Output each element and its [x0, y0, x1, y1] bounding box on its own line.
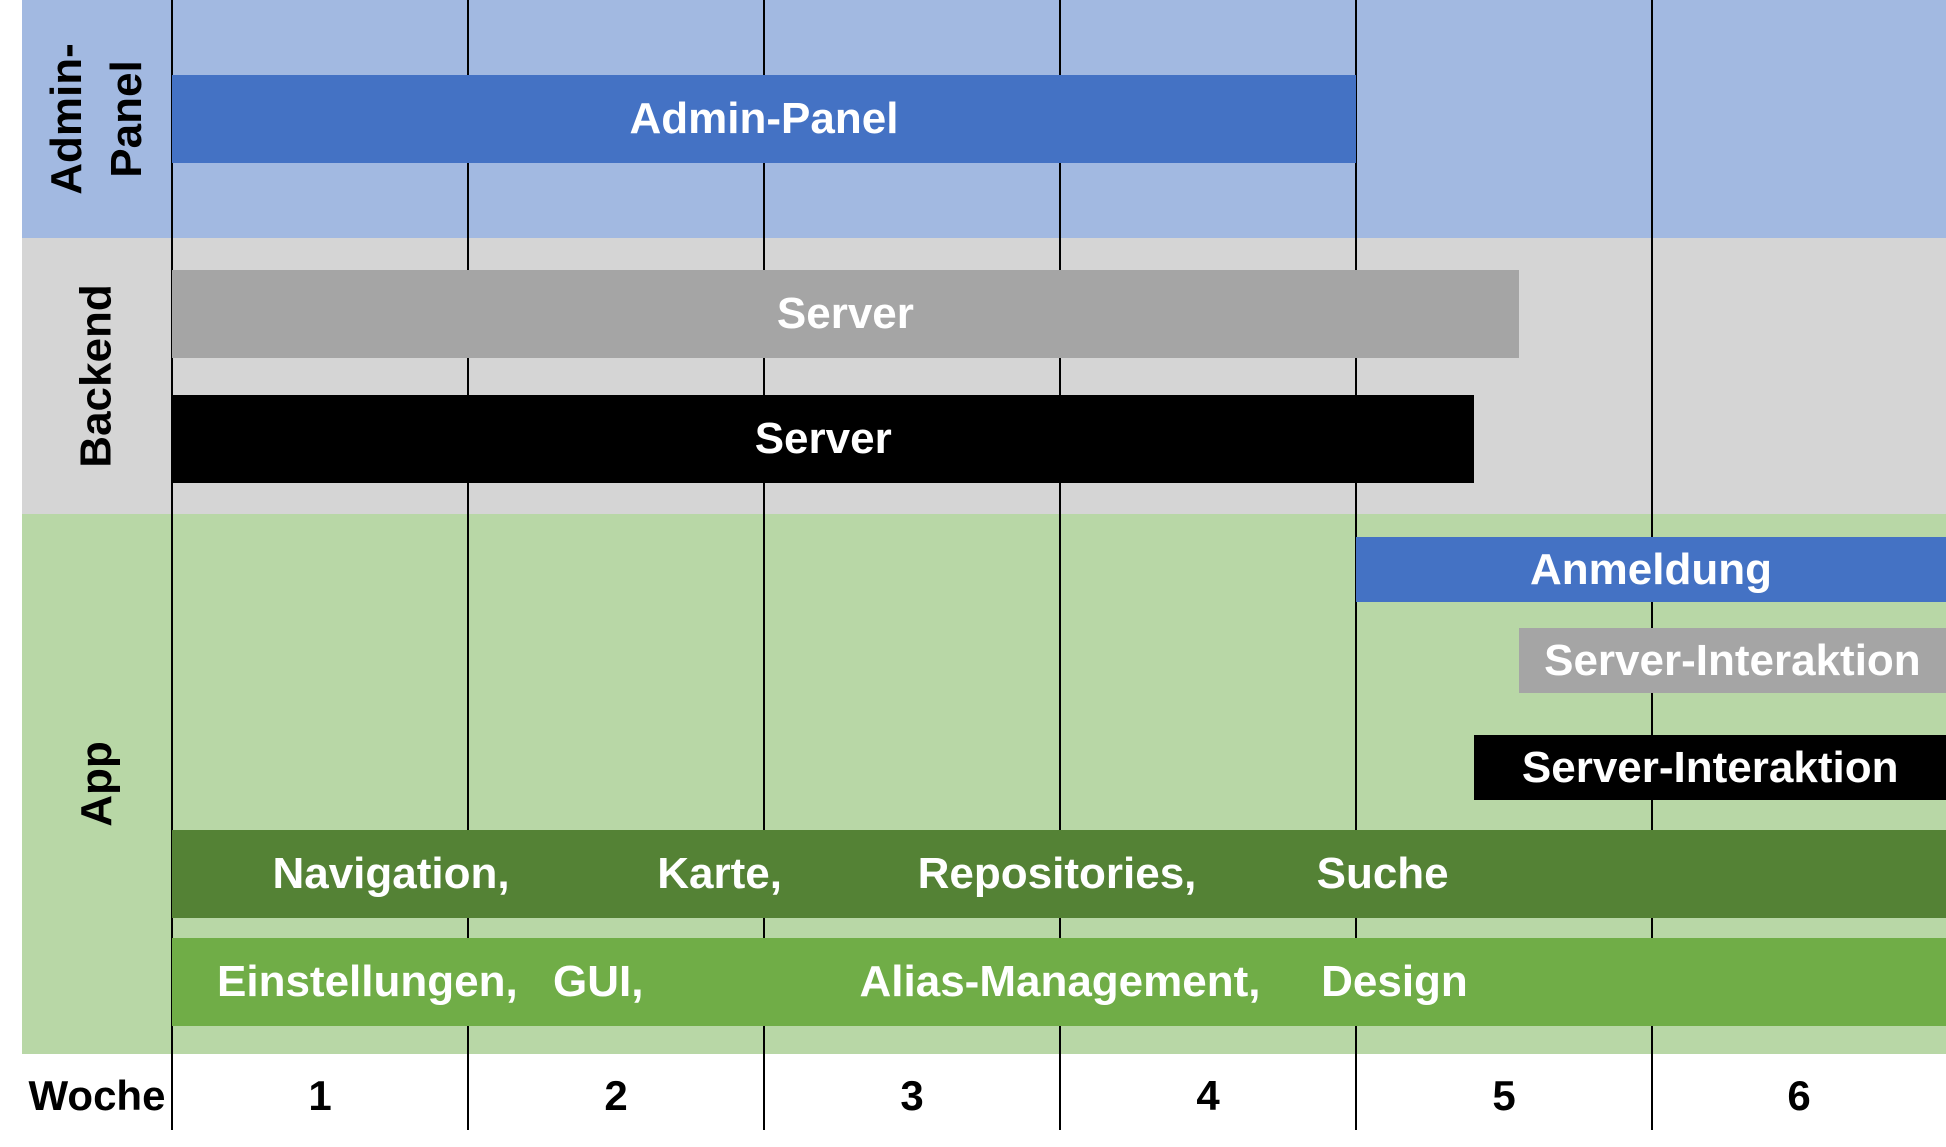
server-interaktion-grey-bar: Server-Interaktion	[1518, 628, 1946, 693]
server-interaktion-black-label: Server-Interaktion	[1521, 742, 1899, 792]
week-tick-label: 2	[604, 1072, 628, 1119]
bar-segment-label: Repositories,	[917, 849, 1197, 898]
row-label-text: Admin- Panel	[42, 43, 151, 195]
bar-segment-label: Einstellungen,	[217, 957, 518, 1006]
server-grey-label: Server	[776, 289, 914, 338]
week-gridline	[1059, 0, 1061, 1130]
admin-panel-label: Admin-Panel	[629, 94, 899, 143]
admin-panel-bar: Admin-Panel	[172, 75, 1356, 163]
week-tick-label: 3	[900, 1072, 924, 1119]
bar-segment-label: Design	[1321, 957, 1468, 1006]
server-interaktion-black-bar: Server-Interaktion	[1474, 735, 1946, 800]
app-light-green-bar: Einstellungen, GUI, Alias-Management, Desig…	[172, 938, 1946, 1026]
row-label-admin: Admin- Panel	[22, 0, 172, 238]
row-label-app: App	[22, 514, 172, 1054]
bar-segment-label: GUI,	[553, 957, 644, 1006]
axis-title: Woche	[28, 1072, 166, 1119]
week-gridline	[763, 0, 765, 1130]
row-label-text: App	[72, 741, 121, 827]
row-label-backend: Backend	[22, 238, 172, 514]
week-tick-label: 4	[1196, 1072, 1220, 1119]
server-interaktion-grey-label: Server-Interaktion	[1544, 635, 1921, 685]
anmeldung-bar: Anmeldung	[1356, 537, 1946, 602]
week-tick-label: 6	[1787, 1072, 1811, 1119]
bar-segment-label: Alias-Management,	[859, 957, 1261, 1006]
bar-segment-label: Karte,	[657, 849, 782, 898]
week-tick-label: 5	[1492, 1072, 1516, 1119]
bar-segment-label: Navigation,	[272, 849, 510, 898]
anmeldung-label: Anmeldung	[1530, 544, 1772, 594]
row-label-text: Backend	[72, 284, 122, 468]
server-black-label: Server	[754, 414, 892, 463]
server-grey-bar: Server	[172, 270, 1519, 358]
app-dark-green-bar: Navigation, Karte, Repositories, Suche	[172, 830, 1946, 918]
server-black-bar: Server	[172, 395, 1475, 483]
week-gridline	[467, 0, 469, 1130]
week-tick-label: 1	[308, 1072, 332, 1119]
week-gridline	[171, 0, 173, 1130]
bar-segment-label: Suche	[1316, 849, 1449, 898]
